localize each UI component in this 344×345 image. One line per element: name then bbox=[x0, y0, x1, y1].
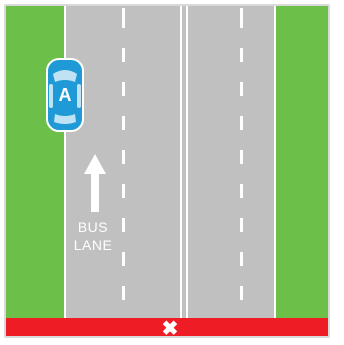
road-diagram: BUS LANE A ✖ bbox=[4, 4, 330, 338]
grass-verge-left bbox=[6, 6, 64, 318]
lane-divider-dashed bbox=[240, 6, 243, 318]
center-line-right bbox=[186, 6, 188, 318]
grass-verge-right bbox=[276, 6, 330, 318]
road-edge-line-left bbox=[64, 6, 66, 318]
x-mark-icon: ✖ bbox=[162, 319, 179, 338]
center-line-left bbox=[180, 6, 182, 318]
bus-lane-label-line1: BUS bbox=[62, 218, 124, 236]
bus-lane-divider-dashed bbox=[122, 6, 125, 318]
bus-lane-label-line2: LANE bbox=[62, 236, 124, 254]
bus-lane-label: BUS LANE bbox=[62, 218, 124, 254]
car-a: A bbox=[46, 58, 84, 137]
red-stop-bar: ✖ bbox=[6, 318, 330, 338]
car-label: A bbox=[46, 85, 84, 105]
arrow-up-icon bbox=[84, 154, 106, 212]
